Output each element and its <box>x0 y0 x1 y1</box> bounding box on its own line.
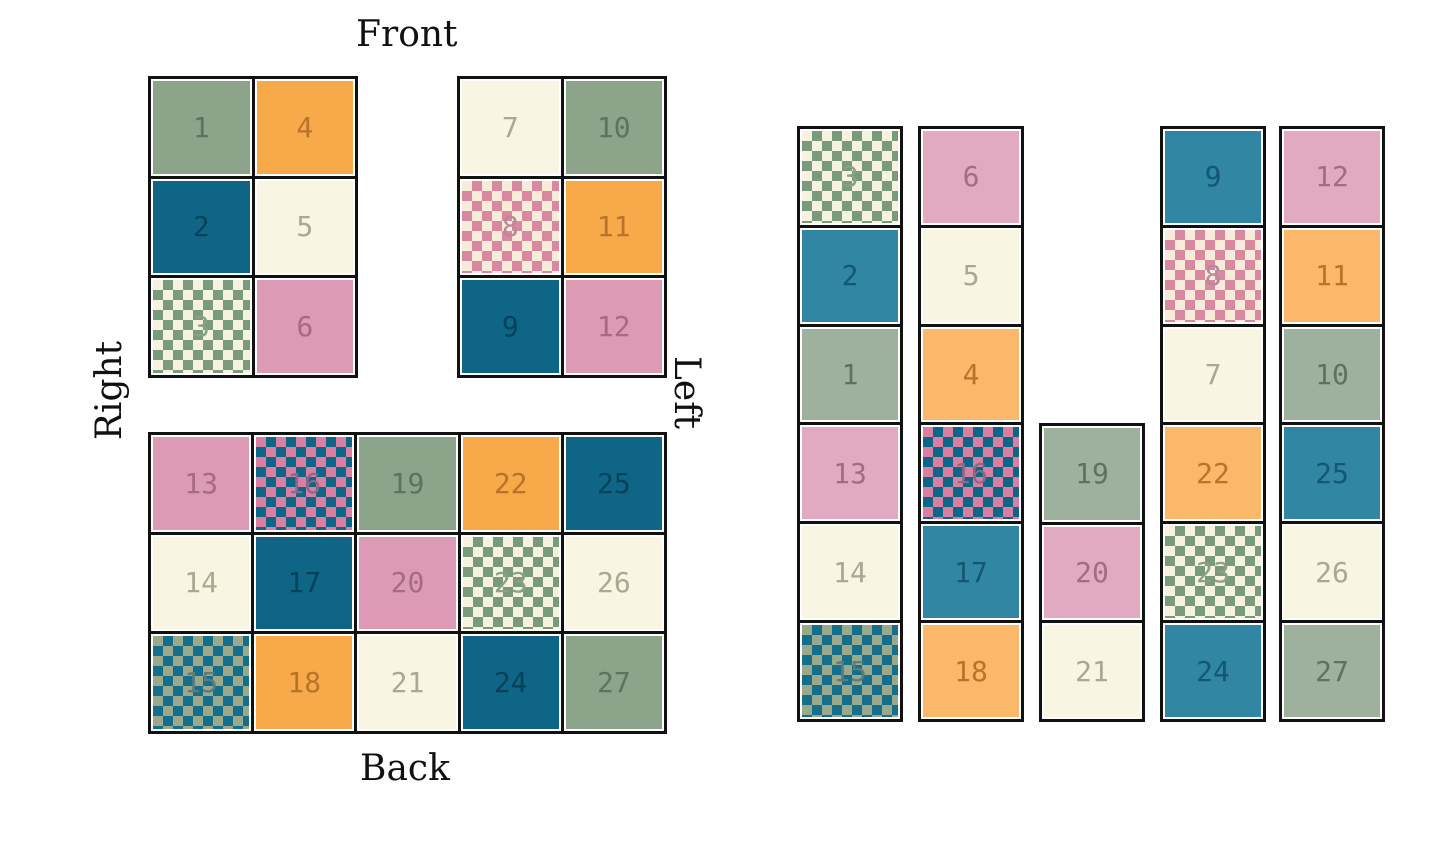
tile-22: 22 <box>1163 425 1263 522</box>
tile-13: 13 <box>800 425 900 522</box>
tile-16: 16 <box>921 425 1021 522</box>
tile-20: 20 <box>357 534 458 632</box>
tile-13: 13 <box>151 435 252 532</box>
tile-8: 8 <box>460 178 561 276</box>
tile-25: 25 <box>1282 425 1382 522</box>
tile-27: 27 <box>1282 623 1382 719</box>
tile-18: 18 <box>921 623 1021 719</box>
tile-20: 20 <box>1042 524 1142 621</box>
tile-5: 5 <box>921 227 1021 324</box>
tile-21: 21 <box>357 634 458 731</box>
tile-1: 1 <box>151 79 252 176</box>
tile-24: 24 <box>1163 623 1263 719</box>
tile-9: 9 <box>1163 129 1263 225</box>
tile-26: 26 <box>563 534 664 632</box>
tile-22: 22 <box>460 435 561 532</box>
tile-6: 6 <box>921 129 1021 225</box>
tile-18: 18 <box>254 634 355 731</box>
tile-10: 10 <box>563 79 664 176</box>
label-left: Left <box>666 355 708 430</box>
tile-14: 14 <box>800 524 900 621</box>
label-right: Right <box>89 340 131 441</box>
tile-4: 4 <box>921 326 1021 423</box>
tile-6: 6 <box>254 278 355 375</box>
tile-17: 17 <box>921 524 1021 621</box>
tile-16: 16 <box>254 435 355 532</box>
tile-9: 9 <box>460 278 561 375</box>
tile-15: 15 <box>800 623 900 719</box>
tile-26: 26 <box>1282 524 1382 621</box>
tile-25: 25 <box>563 435 664 532</box>
tile-5: 5 <box>254 178 355 276</box>
tile-24: 24 <box>460 634 561 731</box>
tile-11: 11 <box>1282 227 1382 324</box>
tile-3: 3 <box>800 129 900 225</box>
tile-15: 15 <box>151 634 252 731</box>
tile-4: 4 <box>254 79 355 176</box>
tile-12: 12 <box>1282 129 1382 225</box>
tile-8: 8 <box>1163 227 1263 324</box>
tile-7: 7 <box>460 79 561 176</box>
tile-1: 1 <box>800 326 900 423</box>
tile-27: 27 <box>563 634 664 731</box>
tile-19: 19 <box>357 435 458 532</box>
tile-3: 3 <box>151 278 252 375</box>
tile-17: 17 <box>254 534 355 632</box>
tile-2: 2 <box>800 227 900 324</box>
tile-12: 12 <box>563 278 664 375</box>
tile-2: 2 <box>151 178 252 276</box>
tile-23: 23 <box>1163 524 1263 621</box>
tile-10: 10 <box>1282 326 1382 423</box>
tile-7: 7 <box>1163 326 1263 423</box>
tile-14: 14 <box>151 534 252 632</box>
tile-19: 19 <box>1042 426 1142 522</box>
tile-21: 21 <box>1042 623 1142 720</box>
tile-11: 11 <box>563 178 664 276</box>
tile-23: 23 <box>460 534 561 632</box>
label-front: Front <box>356 14 458 55</box>
label-back: Back <box>360 748 450 789</box>
